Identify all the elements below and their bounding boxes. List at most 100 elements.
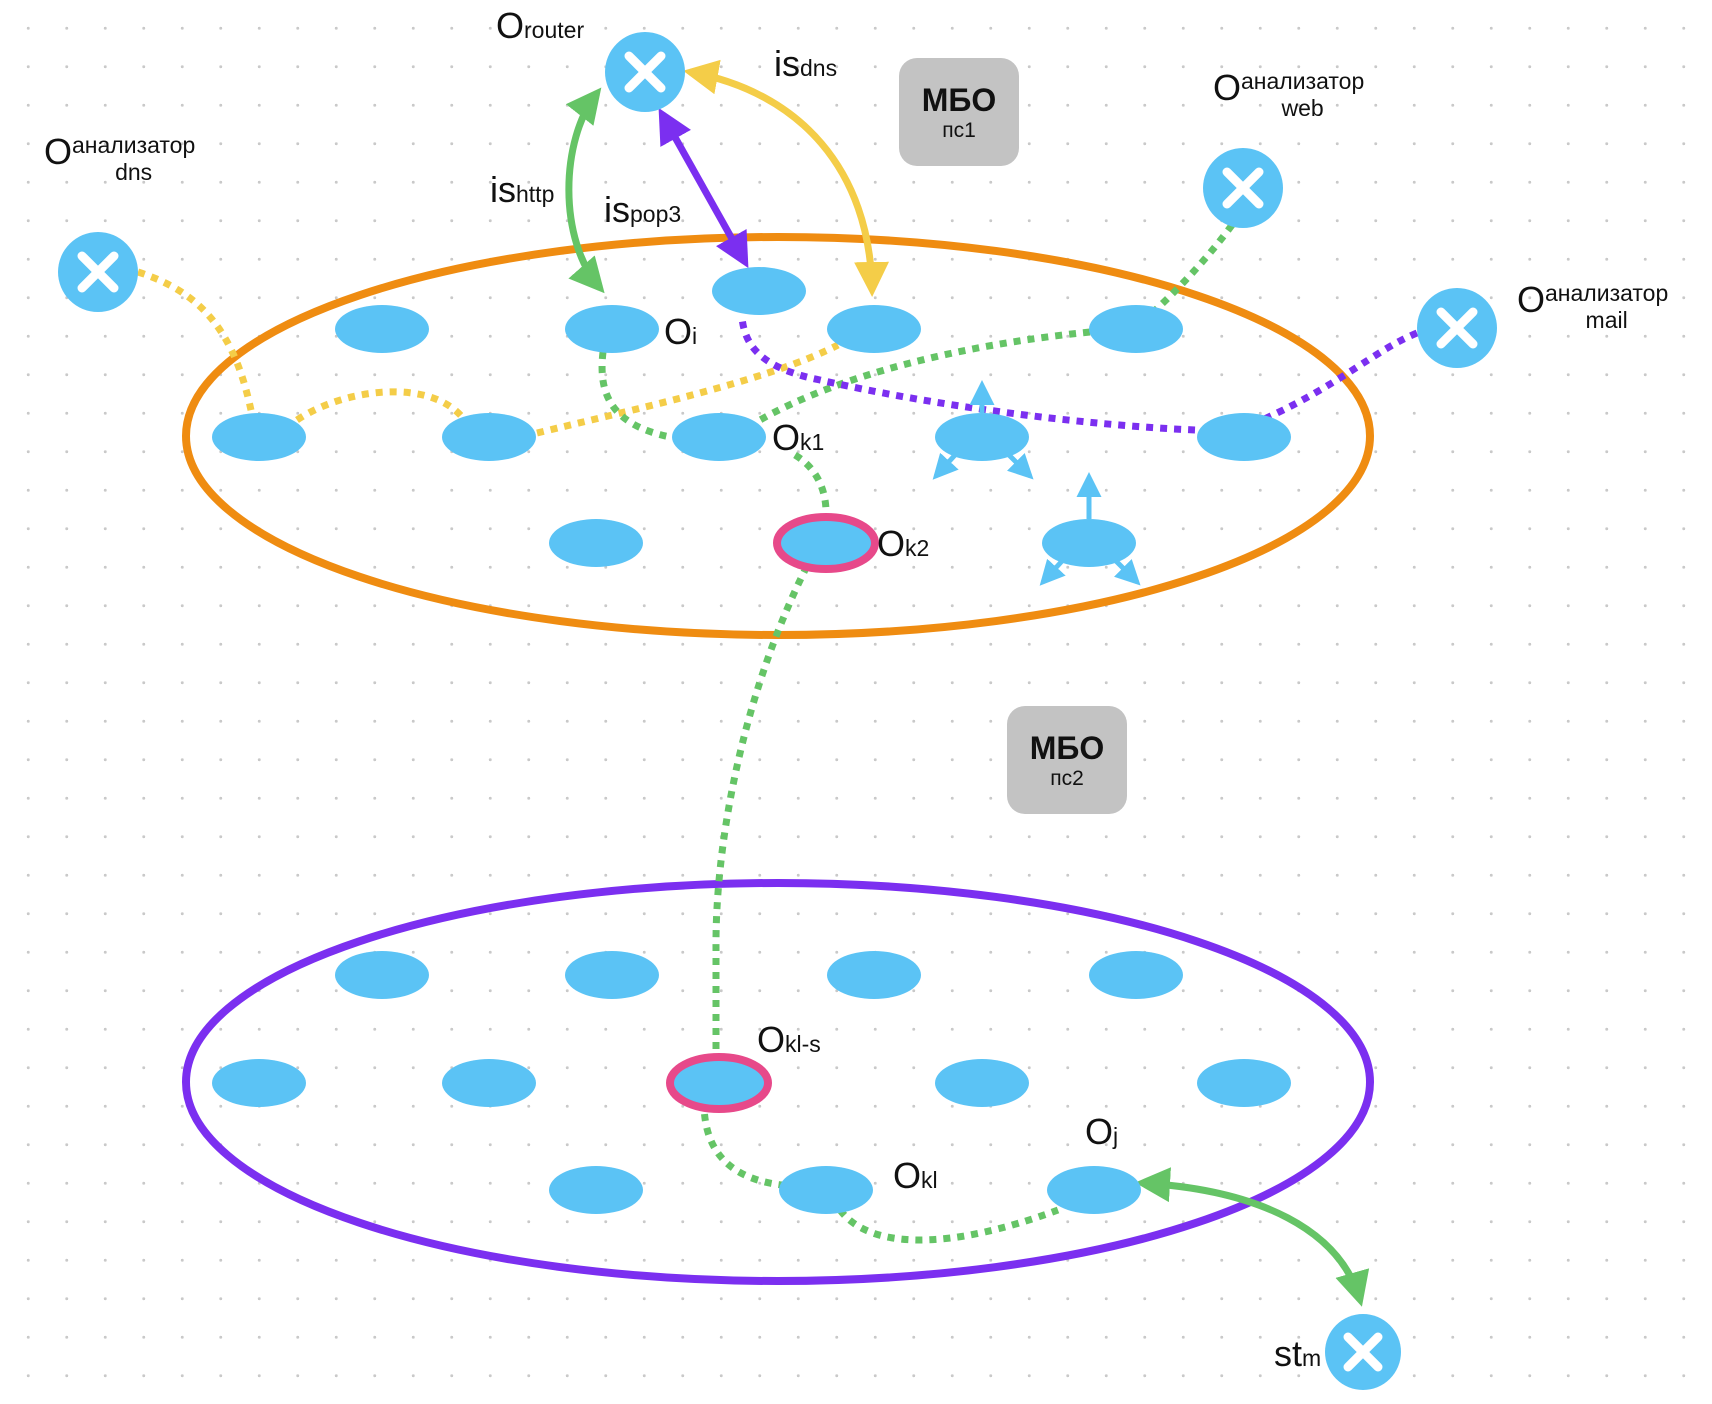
label-o-k1: Ok1	[772, 420, 824, 456]
label-o-i-sub: i	[692, 323, 698, 349]
mbo-box-ps1-title: МБО	[921, 81, 997, 118]
node-bottom-row2-4	[935, 1059, 1029, 1107]
station-close-icon	[1325, 1314, 1401, 1390]
label-st-m: stm	[1274, 1336, 1321, 1372]
node-o-i	[565, 305, 659, 353]
node-bottom-2	[565, 951, 659, 999]
label-is-dns: isdns	[774, 46, 837, 82]
label-o-kl: Okl	[893, 1158, 938, 1194]
analyzer-mail-close-icon	[1417, 288, 1497, 368]
label-analyzer-mail-sub2: mail	[1585, 307, 1628, 333]
label-is-dns-sub: dns	[800, 55, 838, 81]
label-o-kl-main: O	[893, 1155, 922, 1196]
is-http-arrow	[565, 87, 605, 294]
node-bottom-row2-5	[1197, 1059, 1291, 1107]
mbo-box-ps2-subtitle: пс2	[1050, 766, 1084, 790]
node-top-pop3	[712, 267, 806, 315]
label-o-k2: Ok2	[877, 526, 929, 562]
label-st-m-main: st	[1274, 1333, 1303, 1374]
node-o-j	[1047, 1166, 1141, 1214]
node-top-row3-1	[549, 519, 643, 567]
label-o-kl-sub: kl	[921, 1167, 938, 1193]
label-is-http-main: is	[490, 169, 516, 210]
mbo-box-ps2: МБО пс2	[1007, 706, 1127, 814]
node-o-k2-highlight-ring	[773, 513, 879, 573]
label-o-router-sub: router	[524, 17, 585, 43]
label-analyzer-web-sub2: web	[1281, 95, 1324, 121]
node-o-kl-s	[672, 1059, 766, 1107]
node-bottom-1	[335, 951, 429, 999]
label-o-router: Orouter	[496, 8, 584, 44]
label-analyzer-mail-main: O	[1517, 279, 1546, 320]
label-is-pop3: ispop3	[604, 192, 681, 228]
label-o-j-sub: j	[1113, 1123, 1119, 1149]
label-analyzer-web-main: O	[1213, 67, 1242, 108]
node-top-mail	[1197, 413, 1291, 461]
mbo-box-ps1-subtitle: пс1	[942, 118, 976, 142]
motion-arrow-right-1	[1007, 453, 1034, 480]
node-top-dns	[827, 305, 921, 353]
node-top-moving-1	[935, 413, 1029, 461]
label-o-kl-s-sub: kl-s	[785, 1031, 821, 1057]
node-top-web	[1089, 305, 1183, 353]
label-st-m-sub: m	[1302, 1345, 1322, 1371]
label-is-pop3-main: is	[604, 189, 630, 230]
label-o-k1-main: O	[772, 417, 801, 458]
node-top-moving-2	[1042, 519, 1136, 567]
label-is-dns-main: is	[774, 43, 800, 84]
label-o-k2-main: O	[877, 523, 906, 564]
label-o-k2-sub: k2	[905, 535, 930, 561]
node-bottom-row2-2	[442, 1059, 536, 1107]
http-chain-path-top	[598, 351, 830, 513]
label-analyzer-dns-main: O	[44, 131, 73, 172]
motion-arrow-left-1	[932, 452, 959, 480]
is-dns-arrow	[683, 59, 890, 297]
analyzer-dns-close-icon	[58, 232, 138, 312]
label-o-j-main: O	[1085, 1111, 1114, 1152]
node-bottom-3	[827, 951, 921, 999]
node-o-kl-s-highlight-ring	[666, 1053, 772, 1113]
mbo-box-ps2-title: МБО	[1029, 729, 1105, 766]
web-link-path	[758, 222, 1235, 424]
st-m-arrow	[1135, 1167, 1370, 1307]
label-analyzer-dns-sub2: dns	[115, 159, 153, 185]
dns-link-chain-path	[295, 341, 840, 437]
router-close-icon	[605, 32, 685, 112]
label-is-http-sub: http	[516, 181, 555, 207]
motion-arrow-right-2	[1114, 559, 1141, 586]
label-analyzer-mail-sub: анализатор	[1545, 280, 1669, 306]
label-o-k1-sub: k1	[800, 429, 825, 455]
dns-link-analyzer-path	[136, 268, 256, 416]
node-top-1	[335, 305, 429, 353]
node-o-k2	[779, 519, 873, 567]
http-chain-path-between	[712, 564, 811, 1060]
node-o-kl	[779, 1166, 873, 1214]
label-analyzer-web-sub: анализатор	[1241, 68, 1365, 94]
is-pop3-arrow	[658, 107, 749, 269]
node-o-k1	[672, 413, 766, 461]
label-o-router-main: O	[496, 5, 525, 46]
analyzer-web-close-icon	[1203, 148, 1283, 228]
node-bottom-row3-1	[549, 1166, 643, 1214]
mail-link-path	[738, 317, 1419, 434]
motion-arrow-left-2	[1039, 558, 1066, 586]
node-top-row2-2	[442, 413, 536, 461]
http-chain-path-bottom	[700, 1099, 1060, 1244]
node-top-row2-1	[212, 413, 306, 461]
label-o-j: Oj	[1085, 1114, 1118, 1150]
label-o-kl-s-main: O	[757, 1019, 786, 1060]
label-o-i-main: O	[664, 311, 693, 352]
label-is-pop3-sub: pop3	[630, 201, 682, 227]
node-bottom-4	[1089, 951, 1183, 999]
label-is-http: ishttp	[490, 172, 554, 208]
label-o-i: Oi	[664, 314, 697, 350]
label-o-kl-s: Okl-s	[757, 1022, 821, 1058]
label-analyzer-dns-sub: анализатор	[72, 132, 196, 158]
mbo-box-ps1: МБО пс1	[899, 58, 1019, 166]
segment-ring-bottom	[182, 879, 1374, 1285]
node-bottom-row2-1	[212, 1059, 306, 1107]
